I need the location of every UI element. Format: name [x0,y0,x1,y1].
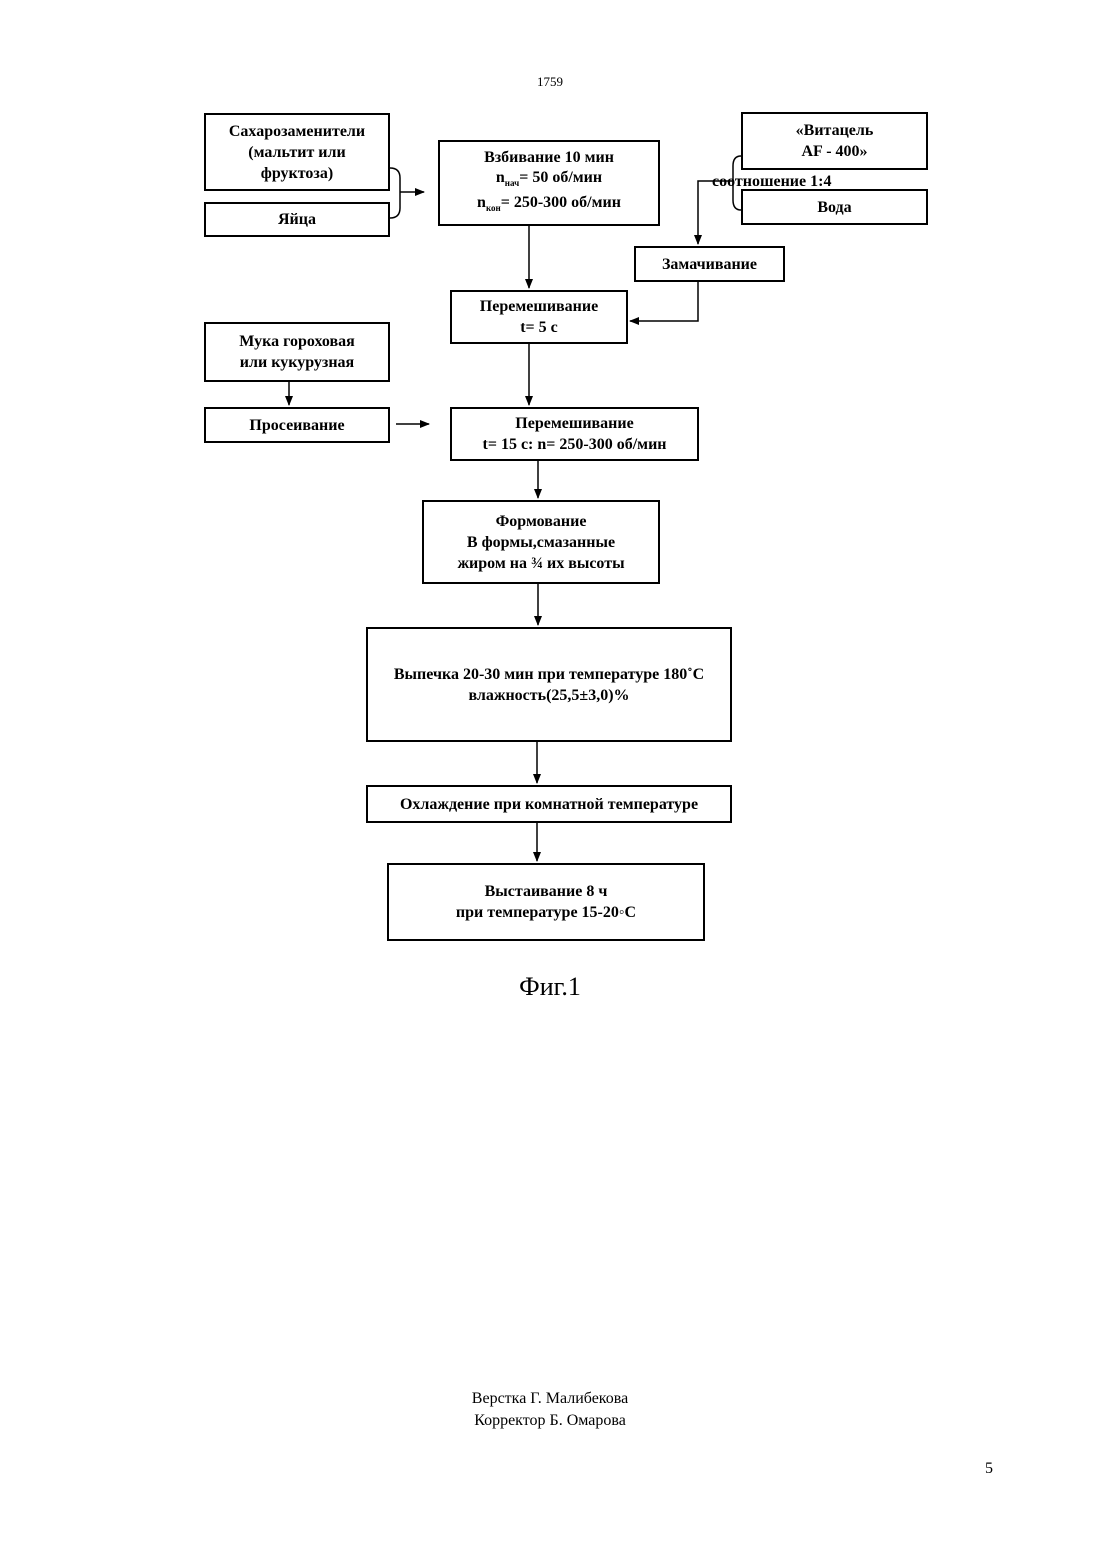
mixing-2-box: Перемешивание t= 15 с: n= 250-300 об/мин [450,407,699,461]
sweeteners-line-3: фруктоза) [261,163,333,184]
page-number: 5 [985,1460,993,1478]
baking-line-2: влажность(25,5±3,0)% [468,685,629,706]
eggs-box: Яйца [204,202,390,237]
whipping-start-speed: nнач= 50 об/мин [496,168,602,193]
flour-line-1: Мука гороховая [239,331,355,352]
mixing-1-box: Перемешивание t= 5 с [450,290,628,344]
forming-title: Формование [496,511,587,532]
arrow-soaking-to-mixing-1 [630,282,698,321]
forming-line-2: В формы,смазанные [467,532,615,553]
cooling-box: Охлаждение при комнатной температуре [366,785,732,823]
eggs-label: Яйца [278,209,316,230]
flour-line-2: или кукурузная [240,352,354,373]
vitacel-line-2: AF - 400» [801,141,867,162]
mixing-1-time: t= 5 с [520,317,558,338]
soaking-box: Замачивание [634,246,785,282]
ingredients-brace [390,168,400,218]
flour-box: Мука гороховая или кукурузная [204,322,390,382]
cooling-label: Охлаждение при комнатной температуре [400,794,698,815]
mixing-2-title: Перемешивание [515,413,633,434]
soaking-label: Замачивание [662,254,757,275]
baking-line-1: Выпечка 20-30 мин при температуре 180˚С [394,664,704,685]
forming-line-3: жиром на ¾ их высоты [457,553,624,574]
sifting-box: Просеивание [204,407,390,443]
resting-line-1: Выстаивание 8 ч [485,881,608,902]
whipping-box: Взбивание 10 мин nнач= 50 об/мин nкон= 2… [438,140,660,226]
water-box: Вода [741,189,928,225]
water-label: Вода [817,197,851,218]
whipping-title: Взбивание 10 мин [484,148,614,168]
vitacel-line-1: «Витацель [796,120,874,141]
mixing-1-title: Перемешивание [480,296,598,317]
credits: Верстка Г. Малибекова Корректор Б. Омаро… [0,1388,1100,1432]
vitacel-box: «Витацель AF - 400» [741,112,928,170]
forming-box: Формование В формы,смазанные жиром на ¾ … [422,500,660,584]
sifting-label: Просеивание [249,415,344,436]
resting-box: Выстаивание 8 ч при температуре 15-20◦С [387,863,705,941]
resting-line-2: при температуре 15-20◦С [456,902,636,923]
credit-proofreader: Корректор Б. Омарова [0,1410,1100,1432]
sweeteners-line-1: Сахарозаменители [229,121,365,142]
figure-caption: Фиг.1 [0,972,1100,1002]
mixing-2-params: t= 15 с: n= 250-300 об/мин [483,434,667,455]
sweeteners-line-2: (мальтит или [248,142,345,163]
sweeteners-box: Сахарозаменители (мальтит или фруктоза) [204,113,390,191]
credit-layout: Верстка Г. Малибекова [0,1388,1100,1410]
whipping-end-speed: nкон= 250-300 об/мин [477,193,621,218]
baking-box: Выпечка 20-30 мин при температуре 180˚С … [366,627,732,742]
document-code: 1759 [0,74,1100,90]
